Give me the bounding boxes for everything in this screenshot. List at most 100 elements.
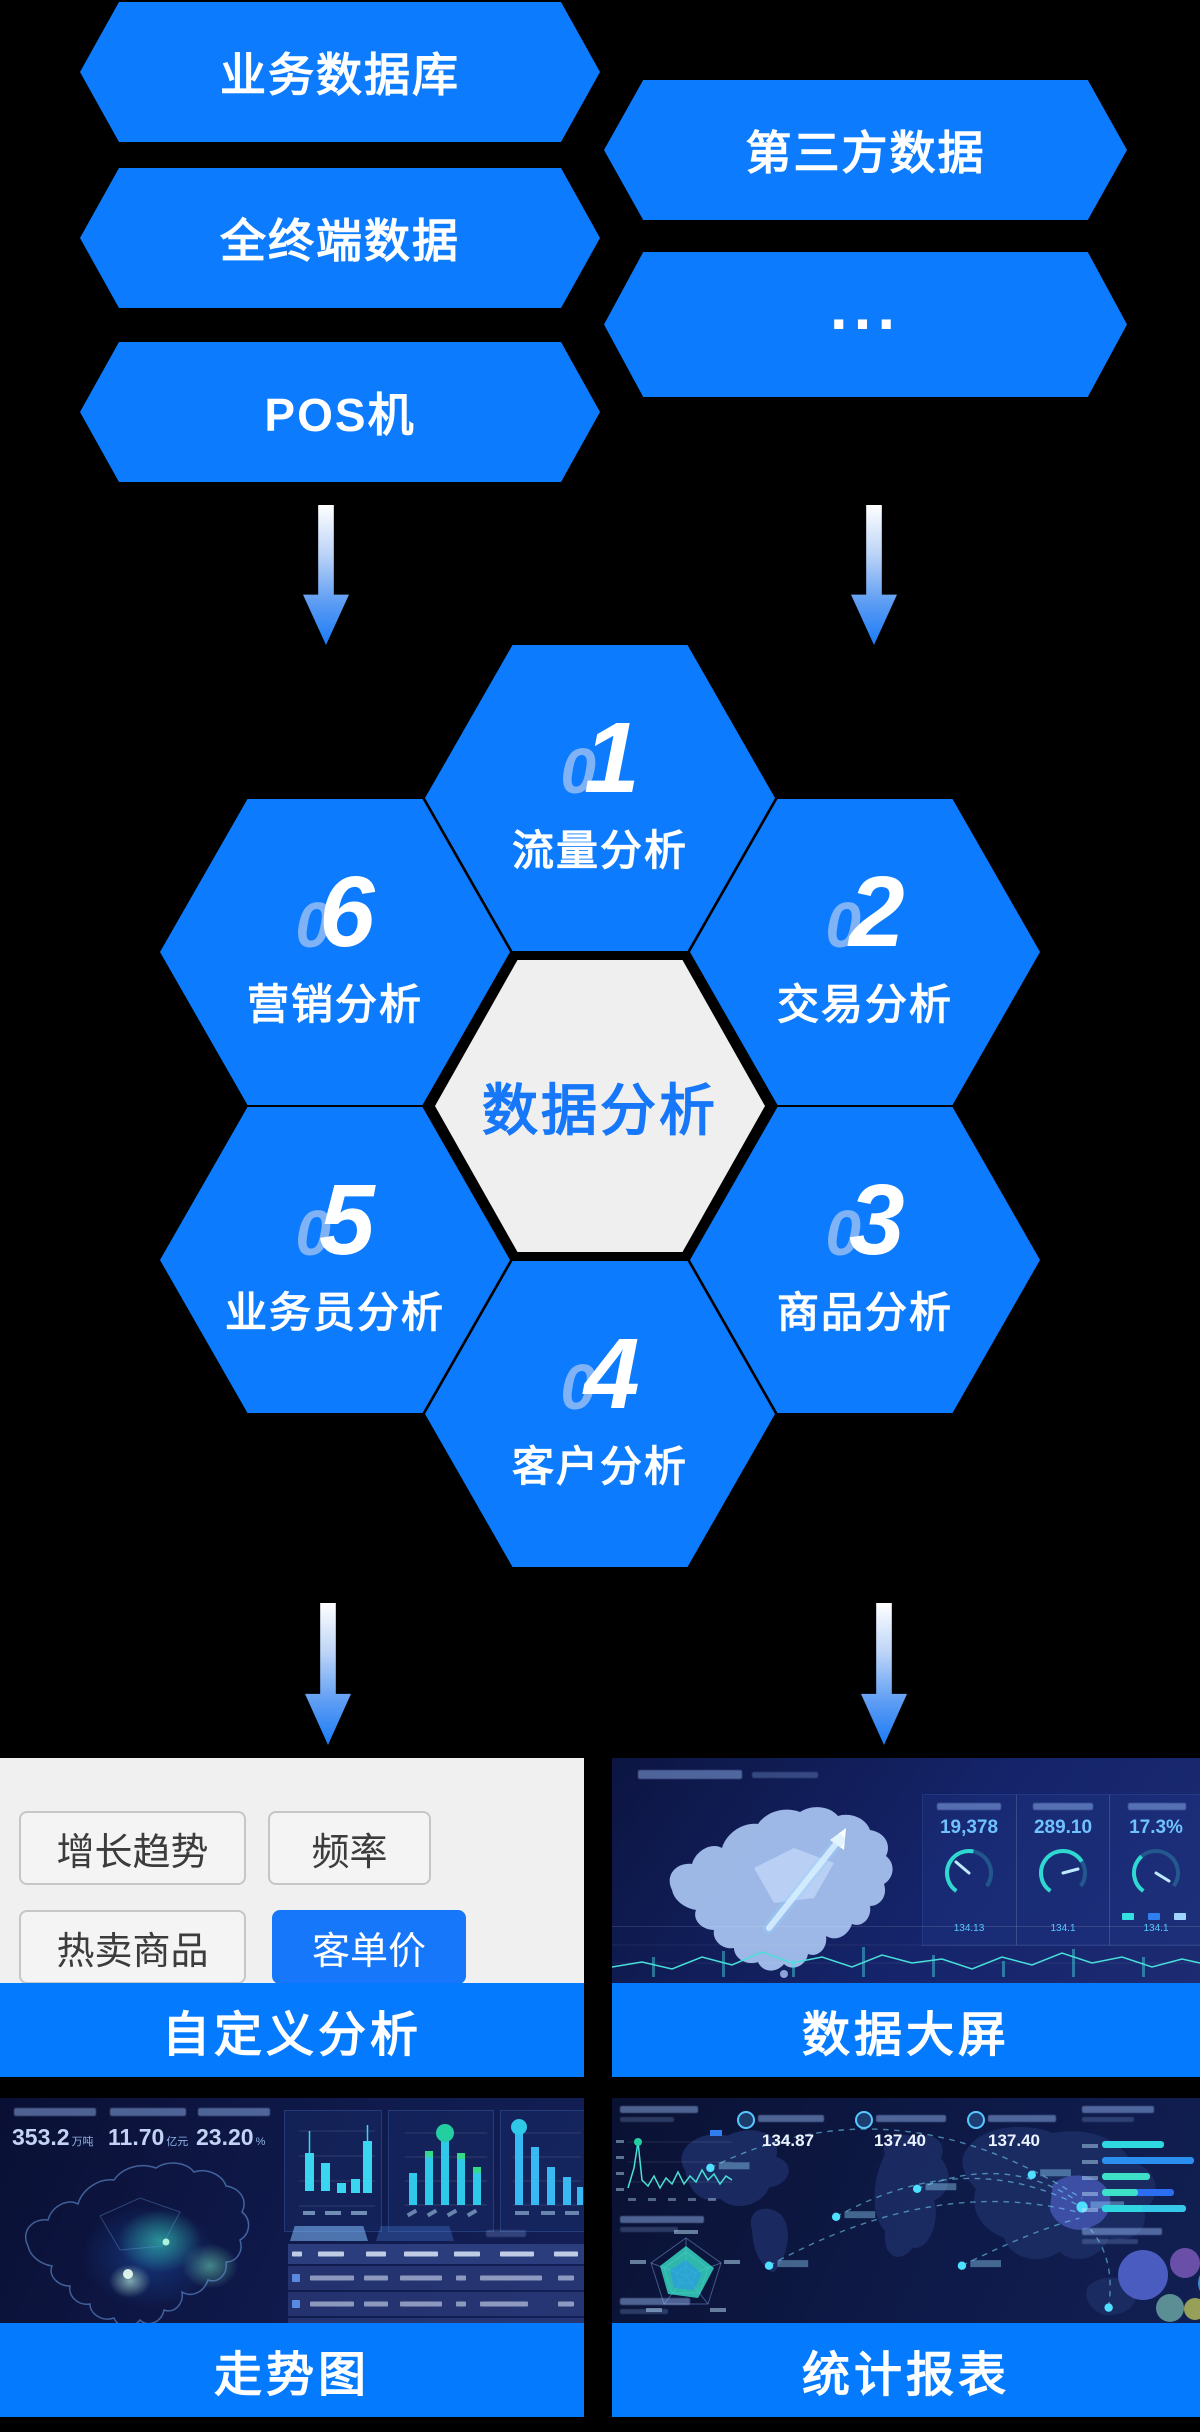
hub-node-label: 客户分析 <box>511 1442 688 1490</box>
filter-button-growth-trend[interactable]: 增长趋势 <box>19 1811 246 1885</box>
line-chart-svg <box>612 1944 1200 1977</box>
gauge-value: 134.13 <box>953 1923 985 1934</box>
cell-bar <box>456 2275 466 2281</box>
number-prefix: 0 <box>560 1350 596 1423</box>
filter-button-frequency[interactable]: 频率 <box>268 1811 431 1885</box>
bubble <box>1118 2250 1168 2300</box>
legend-chip <box>1122 1913 1134 1920</box>
kpi-column: 289.10 134.1 <box>1016 1795 1109 1945</box>
chart-title-bar <box>620 2298 690 2305</box>
hub-center-label: 数据分析 <box>482 1078 718 1142</box>
kpi-unit: 万吨 <box>71 2136 94 2148</box>
row-icon <box>292 2274 300 2282</box>
number-digit: 4 <box>583 1317 640 1430</box>
cell-bar <box>310 2275 354 2281</box>
chart-subtitle-bar <box>1082 2117 1134 2122</box>
cell-bar <box>558 2275 574 2281</box>
bubble <box>1170 2248 1200 2278</box>
china-map <box>669 1807 893 1978</box>
kpi-value: 134.87 <box>762 2131 814 2150</box>
number-prefix: 0 <box>295 1196 331 1269</box>
kpi-value: 137.40 <box>874 2131 926 2150</box>
table-header-row <box>288 2244 584 2264</box>
kpi-label-bar <box>758 2115 824 2122</box>
number-prefix: 0 <box>560 734 596 807</box>
number-digit: 6 <box>318 855 375 968</box>
bubble <box>1156 2294 1184 2322</box>
chart-title-bar <box>620 2216 704 2223</box>
number-digit: 2 <box>848 855 905 968</box>
panel-caption: 数据大屏 <box>612 1983 1200 2077</box>
chart-title-bar <box>1082 2228 1162 2235</box>
source-banner-pos: POS机 <box>80 342 600 482</box>
hbar-chart <box>1082 2141 1194 2212</box>
header-cell-bar <box>554 2251 578 2257</box>
kpi-column: 19,378 134.13 <box>923 1795 1015 1945</box>
kpi-number: 23.20 <box>196 2124 254 2150</box>
flow-arrow-down-icon <box>861 1603 907 1745</box>
filter-button-hot-products[interactable]: 热卖商品 <box>19 1910 246 1983</box>
kpi-label-bar <box>988 2115 1056 2122</box>
hub-node-label: 营销分析 <box>246 980 423 1028</box>
kpi-value: 137.40 <box>988 2131 1040 2150</box>
row-icon <box>292 2300 300 2308</box>
table-tab[interactable] <box>376 2226 454 2241</box>
cell-bar <box>480 2301 528 2307</box>
chart-subtitle-bar <box>620 2227 678 2232</box>
chart-subtitle-bar <box>620 2309 668 2314</box>
kpi-unit: % <box>255 2136 266 2148</box>
cell-bar <box>364 2275 388 2281</box>
chart-title-bar <box>1082 2106 1154 2113</box>
hub-node-label: 商品分析 <box>776 1288 953 1336</box>
gauge-icon <box>945 1849 993 1897</box>
number-digit: 3 <box>848 1163 905 1276</box>
hub-node-label: 业务员分析 <box>224 1288 445 1336</box>
table-row <box>288 2318 584 2323</box>
kpi-icon <box>967 2111 985 2129</box>
table-tab-active[interactable] <box>290 2226 368 2241</box>
header-cell-bar <box>292 2251 302 2257</box>
table-row <box>288 2266 584 2290</box>
kpi-label-bar <box>876 2115 946 2122</box>
table-row <box>288 2292 584 2316</box>
cell-bar <box>456 2301 466 2307</box>
panel-caption: 统计报表 <box>612 2323 1200 2417</box>
custom-analysis-body: 增长趋势 频率 热卖商品 客单价 <box>0 1758 584 1983</box>
kpi-value: 17.3% <box>1129 1817 1183 1838</box>
number-prefix: 0 <box>825 888 861 961</box>
kpi-unit: 亿元 <box>166 2136 189 2148</box>
map-node-pins <box>706 2162 1125 2312</box>
legend-chip <box>1148 1913 1160 1920</box>
panel-statistical-report: 134.87 137.40 137.40 <box>612 2098 1200 2417</box>
source-banner-third-party: 第三方数据 <box>604 80 1127 220</box>
source-banner-all-terminal: 全终端数据 <box>80 168 600 308</box>
data-table <box>288 2244 584 2323</box>
chart-subtitle-bar <box>620 2117 674 2122</box>
flow-arrow-down-icon <box>305 1603 351 1745</box>
header-cell-bar <box>366 2251 386 2257</box>
header-cell-bar <box>454 2251 480 2257</box>
gauge-icon <box>1039 1849 1087 1897</box>
kpi-label-bar <box>14 2108 96 2116</box>
filter-button-avg-order-value[interactable]: 客单价 <box>272 1910 466 1983</box>
table-tab-more[interactable] <box>486 2230 526 2237</box>
number-digit: 1 <box>583 701 640 814</box>
mini-chart-svg <box>299 2125 375 2215</box>
panel-caption: 自定义分析 <box>0 1983 584 2077</box>
kpi-label-bar <box>1128 1803 1186 1810</box>
kpi-number: 353.2 <box>12 2124 70 2150</box>
mini-chart-svg <box>511 2119 584 2215</box>
cell-bar <box>400 2275 442 2281</box>
mini-chart-bars-desc <box>500 2110 584 2232</box>
hub-node-label: 交易分析 <box>776 980 953 1028</box>
cell-bar <box>480 2275 542 2281</box>
kpi-icon <box>737 2111 755 2129</box>
map-arrow-streak <box>763 1828 846 1934</box>
header-cell-bar <box>318 2251 344 2257</box>
